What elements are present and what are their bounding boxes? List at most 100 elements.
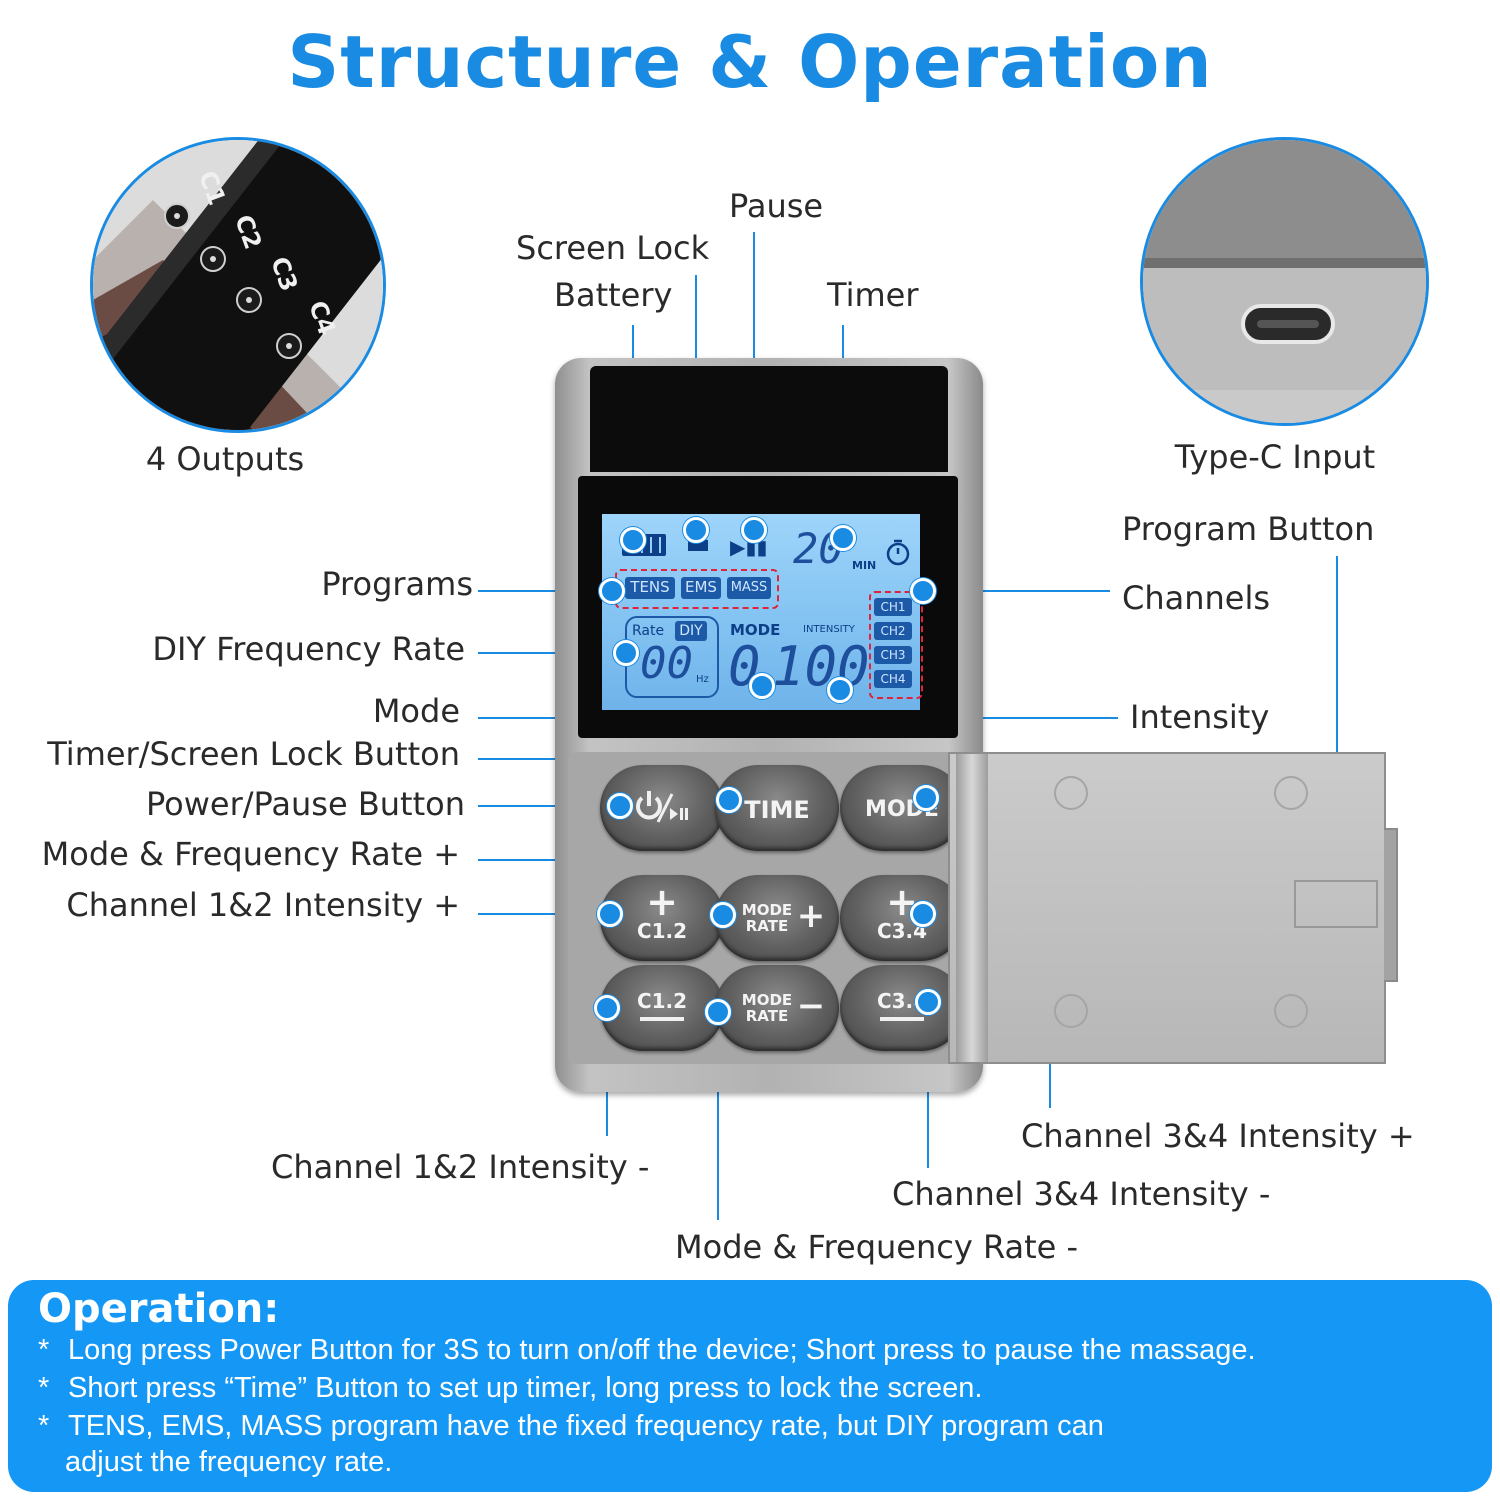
dot-ch34-plus (910, 901, 936, 927)
dot-mode-rate-minus (705, 999, 731, 1025)
dot-mode (749, 673, 775, 699)
outputs-closeup-art (93, 140, 383, 430)
type-c-closeup-art (1143, 140, 1426, 423)
operation-line-1-text: Long press Power Button for 3S to turn o… (68, 1334, 1256, 1366)
mode-rate-minus-sign: − (796, 986, 826, 1026)
mode-button-label: MODE (865, 797, 939, 822)
dot-ch34-minus (915, 989, 941, 1015)
operation-line-1: * Long press Power Button for 3S to turn … (38, 1336, 1256, 1365)
bullet: * (38, 1410, 50, 1442)
lcd-rate-label: Rate (632, 623, 665, 639)
operation-panel: Operation: * Long press Power Button for … (8, 1280, 1492, 1492)
operation-line-3: * TENS, EMS, MASS program have the fixed … (38, 1412, 1104, 1441)
lcd-rate-unit: Hz (696, 674, 709, 685)
dot-time-button (716, 787, 742, 813)
label-pause: Pause (729, 187, 824, 225)
flip-cover-dimple (1054, 994, 1088, 1028)
lcd-intensity-label: INTENSITY (803, 624, 855, 635)
lcd-rate-value: 00 (640, 638, 693, 689)
ch34-plus-sign: + (886, 880, 918, 924)
time-button-label: TIME (744, 796, 810, 824)
bullet: * (38, 1334, 50, 1366)
dot-ch12-minus (594, 995, 620, 1021)
lcd-mode-label: MODE (730, 621, 781, 639)
dot-timer (830, 525, 856, 551)
label-ch34-plus: Channel 3&4 Intensity + (1021, 1117, 1415, 1155)
label-mode-rate-plus: Mode & Frequency Rate + (41, 835, 460, 873)
lcd-channel-4: CH4 (874, 670, 912, 688)
operation-line-2: * Short press “Time” Button to set up tim… (38, 1374, 982, 1403)
mode-rate-minus-mode: MODE (741, 991, 793, 1009)
mode-rate-plus-rate: RATE (745, 917, 789, 935)
lcd-diy-label: DIY (675, 621, 707, 641)
flip-cover-clip (1384, 828, 1398, 982)
lcd-intensity-value: 100 (772, 635, 870, 698)
mode-rate-plus-button[interactable]: MODE RATE + (715, 875, 839, 961)
label-mode: Mode (372, 692, 460, 730)
flip-cover[interactable] (948, 752, 1386, 1064)
label-ch12-minus: Channel 1&2 Intensity - (271, 1148, 650, 1186)
mode-rate-plus-sign: + (796, 896, 826, 936)
mode-rate-minus-button[interactable]: MODE RATE − (715, 965, 839, 1051)
dot-channels (910, 578, 936, 604)
ch12-plus-sign: + (646, 880, 678, 924)
dot-ch12-plus (597, 901, 623, 927)
operation-line-2-text: Short press “Time” Button to set up time… (68, 1372, 983, 1404)
lcd-program-mass: MASS (727, 577, 771, 599)
dot-diy (613, 640, 639, 666)
ch12-minus-button[interactable]: C1.2 (600, 965, 724, 1051)
flip-cover-dimple (1054, 776, 1088, 810)
flip-cover-hinge (956, 754, 988, 1062)
label-power-pause-button: Power/Pause Button (146, 785, 465, 823)
ch34-plus-button[interactable]: + C3.4 (840, 875, 964, 961)
label-type-c-input: Type-C Input (1174, 438, 1376, 476)
label-programs: Programs (321, 565, 473, 603)
stopwatch-icon (886, 539, 910, 566)
ch12-minus-label: C1.2 (636, 989, 688, 1013)
label-ch34-minus: Channel 3&4 Intensity - (892, 1175, 1271, 1213)
label-timer: Timer (827, 276, 919, 314)
label-channels: Channels (1122, 579, 1271, 617)
dot-mode-rate-plus (710, 902, 736, 928)
ch34-minus-button[interactable]: C3.4 (840, 965, 964, 1051)
dot-screen-lock (683, 517, 709, 543)
mode-rate-plus-mode: MODE (741, 901, 793, 919)
dot-intensity (827, 677, 853, 703)
lcd-timer-unit: MIN (852, 559, 877, 572)
dot-programs (599, 578, 625, 604)
channels-group-outline (869, 591, 923, 699)
mode-button[interactable]: MODE (840, 765, 964, 851)
label-program-button: Program Button (1122, 510, 1375, 548)
ch12-plus-label: C1.2 (636, 919, 688, 943)
dot-power-button (607, 793, 633, 819)
label-diy-rate: DIY Frequency Rate (152, 630, 465, 668)
label-4-outputs: 4 Outputs (145, 440, 305, 478)
outputs-closeup: C1 C2 C3 C4 (90, 137, 386, 433)
flip-cover-tab (1294, 880, 1378, 928)
dot-mode-button (913, 785, 939, 811)
lcd-channel-3: CH3 (874, 646, 912, 664)
label-mode-rate-minus: Mode & Frequency Rate - (675, 1228, 1079, 1266)
dot-battery (620, 527, 646, 553)
label-battery: Battery (554, 276, 673, 314)
operation-line-4: adjust the frequency rate. (65, 1448, 392, 1477)
mode-rate-minus-rate: RATE (745, 1007, 789, 1025)
lcd-channel-1: CH1 (874, 598, 912, 616)
ch34-minus-bar (880, 1017, 924, 1021)
ch34-minus-label: C3.4 (876, 989, 928, 1013)
operation-heading: Operation: (38, 1286, 280, 1332)
bullet: * (38, 1372, 50, 1404)
page-title: Structure & Operation (287, 20, 1213, 104)
label-screen-lock: Screen Lock (516, 229, 710, 267)
operation-line-3-text: TENS, EMS, MASS program have the fixed f… (68, 1410, 1104, 1442)
lcd-program-ems: EMS (681, 577, 721, 599)
ch34-plus-label: C3.4 (876, 919, 928, 943)
label-intensity: Intensity (1130, 698, 1270, 736)
flip-cover-dimple (1274, 776, 1308, 810)
flip-cover-dimple (1274, 994, 1308, 1028)
lcd-program-tens: TENS (625, 577, 675, 599)
operation-line-4-text: adjust the frequency rate. (65, 1446, 393, 1478)
label-timer-lock-button: Timer/Screen Lock Button (47, 735, 460, 773)
label-ch12-plus: Channel 1&2 Intensity + (66, 886, 460, 924)
